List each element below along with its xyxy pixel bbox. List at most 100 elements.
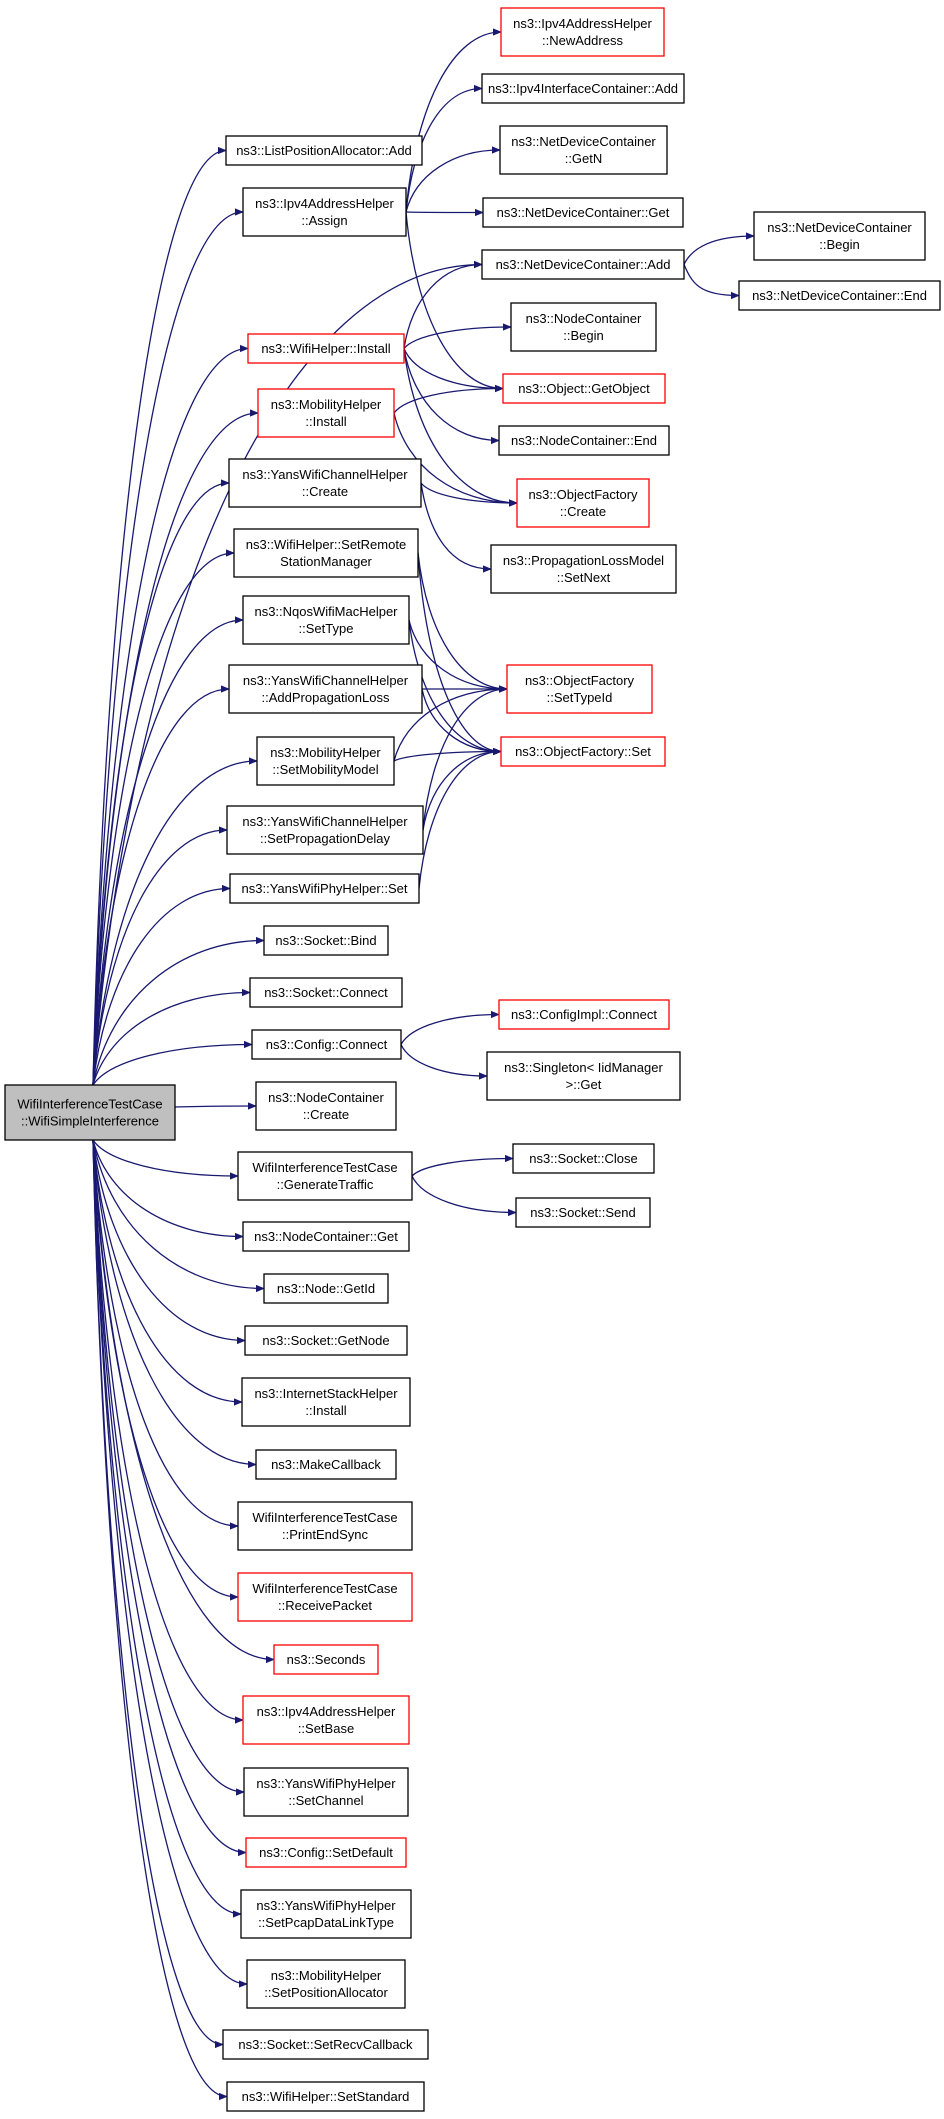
- node-n_cfgconnect[interactable]: ns3::Config::Connect: [251, 1029, 402, 1060]
- node-box: [243, 1767, 409, 1817]
- node-label-line: ::NewAddress: [542, 33, 623, 48]
- edge-root-to-n_setbase: [92, 1139, 244, 1724]
- edge-n_wifiinstall-to-n_ofcreate: [403, 348, 518, 507]
- node-n_ipv4assign[interactable]: ns3::Ipv4AddressHelper::Assign: [242, 187, 407, 237]
- edge-root-to-n_wifisetstd: [92, 1139, 228, 2101]
- node-n_ndcget[interactable]: ns3::NetDeviceContainer::Get: [482, 197, 684, 228]
- edge-root-to-n_cfgsetdefault: [92, 1139, 247, 1857]
- node-n_yphset[interactable]: ns3::YansWifiPhyHelper::Set: [229, 873, 420, 904]
- node-n_ychaddprop[interactable]: ns3::YansWifiChannelHelper::AddPropagati…: [228, 664, 423, 714]
- node-n_ncget[interactable]: ns3::NodeContainer::Get: [242, 1221, 410, 1252]
- node-n_mobsetmodel[interactable]: ns3::MobilityHelper::SetMobilityModel: [256, 736, 395, 786]
- node-n_ifcadd[interactable]: ns3::Ipv4InterfaceContainer::Add: [481, 73, 685, 104]
- node-label-line: ns3::MobilityHelper: [271, 397, 382, 412]
- node-label-line: ns3::NodeContainer::Get: [254, 1229, 398, 1244]
- node-box: [753, 211, 926, 261]
- node-n_socksetrecv[interactable]: ns3::Socket::SetRecvCallback: [222, 2029, 429, 2060]
- node-box: [255, 1081, 397, 1131]
- node-n_ychsetdelay[interactable]: ns3::YansWifiChannelHelper::SetPropagati…: [226, 805, 424, 855]
- node-n_mobsetpos[interactable]: ns3::MobilityHelper::SetPositionAllocato…: [246, 1959, 406, 2009]
- node-n_ndcbegin[interactable]: ns3::NetDeviceContainer::Begin: [753, 211, 926, 261]
- node-label-line: ns3::ObjectFactory: [528, 487, 638, 502]
- edge-root-to-n_yphsetpcap: [92, 1139, 242, 1918]
- node-n_cfgimplconnect[interactable]: ns3::ConfigImpl::Connect: [498, 999, 670, 1030]
- node-n_newaddr[interactable]: ns3::Ipv4AddressHelper::NewAddress: [500, 7, 665, 57]
- node-label-line: ns3::Config::Connect: [266, 1037, 388, 1052]
- node-n_ncbegin[interactable]: ns3::NodeContainer::Begin: [510, 302, 657, 352]
- edge-n_cfgconnect-to-n_cfgimplconnect: [400, 1010, 500, 1045]
- node-n_recvpkt[interactable]: WifiInterferenceTestCase::ReceivePacket: [237, 1572, 413, 1622]
- node-n_sockclose[interactable]: ns3::Socket::Close: [512, 1143, 655, 1174]
- node-label-line: ::Create: [560, 504, 606, 519]
- edge-n_mobsetmodel-to-n_ofsettypeid: [393, 685, 508, 762]
- node-n_cfgsetdefault[interactable]: ns3::Config::SetDefault: [245, 1837, 407, 1868]
- node-n_nodegetid[interactable]: ns3::Node::GetId: [263, 1273, 389, 1304]
- node-box: [228, 458, 422, 508]
- node-n_nccreate[interactable]: ns3::NodeContainer::Create: [255, 1081, 397, 1131]
- node-label-line: ::Assign: [301, 213, 347, 228]
- node-label-line: ::GetN: [565, 151, 603, 166]
- node-n_yphsetchannel[interactable]: ns3::YansWifiPhyHelper::SetChannel: [243, 1767, 409, 1817]
- node-n_ndcadd[interactable]: ns3::NetDeviceContainer::Add: [481, 249, 685, 280]
- node-label-line: >::Get: [566, 1077, 602, 1092]
- node-n_ndcgetn[interactable]: ns3::NetDeviceContainer::GetN: [499, 125, 668, 175]
- node-n_ndcend[interactable]: ns3::NetDeviceContainer::End: [738, 280, 941, 311]
- node-box: [233, 528, 419, 578]
- node-label-line: ns3::WifiHelper::SetRemote: [246, 537, 406, 552]
- node-n_yphsetpcap[interactable]: ns3::YansWifiPhyHelper::SetPcapDataLinkT…: [240, 1889, 412, 1939]
- node-n_printend[interactable]: WifiInterferenceTestCase::PrintEndSync: [237, 1501, 413, 1551]
- node-n_singleton[interactable]: ns3::Singleton< IidManager>::Get: [486, 1051, 681, 1101]
- node-n_ofset[interactable]: ns3::ObjectFactory::Set: [500, 736, 666, 767]
- node-n_getobject[interactable]: ns3::Object::GetObject: [502, 373, 666, 404]
- node-label-line: ns3::Singleton< IidManager: [504, 1060, 663, 1075]
- node-label-line: ::Install: [305, 1403, 346, 1418]
- node-n_ofsettypeid[interactable]: ns3::ObjectFactory::SetTypeId: [506, 664, 653, 714]
- node-n_sockbind[interactable]: ns3::Socket::Bind: [263, 925, 389, 956]
- node-n_seconds[interactable]: ns3::Seconds: [273, 1644, 379, 1675]
- edge-n_ychaddprop-to-n_ofset: [421, 688, 502, 756]
- edge-root-to-n_ychaddprop: [92, 685, 230, 1086]
- node-n_listpos[interactable]: ns3::ListPositionAllocator::Add: [225, 135, 423, 166]
- node-n_ncend[interactable]: ns3::NodeContainer::End: [498, 425, 670, 456]
- node-n_mobinstall[interactable]: ns3::MobilityHelper::Install: [257, 388, 395, 438]
- node-n_sockgetnode[interactable]: ns3::Socket::GetNode: [244, 1325, 408, 1356]
- node-n_ychcreate[interactable]: ns3::YansWifiChannelHelper::Create: [228, 458, 422, 508]
- node-box: [510, 302, 657, 352]
- node-label-line: ::Create: [302, 484, 348, 499]
- node-root[interactable]: WifiInterferenceTestCase::WifiSimpleInte…: [4, 1084, 176, 1141]
- node-box: [251, 1029, 402, 1060]
- node-n_nqossettype[interactable]: ns3::NqosWifiMacHelper::SetType: [242, 595, 410, 645]
- node-box: [246, 1959, 406, 2009]
- node-box: [242, 1695, 410, 1745]
- node-n_ishinstall[interactable]: ns3::InternetStackHelper::Install: [241, 1377, 411, 1427]
- node-box: [257, 388, 395, 438]
- node-label-line: ns3::InternetStackHelper: [254, 1386, 398, 1401]
- node-n_ofcreate[interactable]: ns3::ObjectFactory::Create: [516, 478, 650, 528]
- node-n_setbase[interactable]: ns3::Ipv4AddressHelper::SetBase: [242, 1695, 410, 1745]
- node-box: [249, 977, 403, 1008]
- node-box: [4, 1084, 176, 1141]
- edge-n_wifiinstall-to-n_ndcadd: [403, 260, 483, 349]
- node-n_wifiinstall[interactable]: ns3::WifiHelper::Install: [247, 333, 405, 364]
- node-n_gentraffic[interactable]: WifiInterferenceTestCase::GenerateTraffi…: [237, 1151, 413, 1201]
- node-label-line: ::SetPcapDataLinkType: [258, 1915, 394, 1930]
- edge-root-to-n_ishinstall: [92, 1139, 243, 1406]
- node-n_sockconnect[interactable]: ns3::Socket::Connect: [249, 977, 403, 1008]
- node-label-line: ns3::NetDeviceContainer::Add: [496, 257, 671, 272]
- node-label-line: ns3::YansWifiPhyHelper: [256, 1776, 396, 1791]
- node-n_socksend[interactable]: ns3::Socket::Send: [515, 1197, 651, 1228]
- node-label-line: ::Begin: [563, 328, 603, 343]
- node-n_plmsetnext[interactable]: ns3::PropagationLossModel::SetNext: [490, 544, 677, 594]
- node-box: [226, 805, 424, 855]
- node-n_makecb[interactable]: ns3::MakeCallback: [255, 1449, 397, 1480]
- edge-n_mobinstall-to-n_ofcreate: [393, 412, 518, 507]
- node-label-line: ns3::NetDeviceContainer::Get: [497, 205, 670, 220]
- edge-n_cfgconnect-to-n_singleton: [400, 1044, 488, 1080]
- node-label-line: ns3::Socket::Connect: [264, 985, 388, 1000]
- node-n_wifisetstd[interactable]: ns3::WifiHelper::SetStandard: [226, 2081, 425, 2112]
- node-label-line: ns3::WifiHelper::Install: [261, 341, 390, 356]
- edge-root-to-n_ncget: [92, 1139, 244, 1241]
- edge-root-to-n_yphset: [92, 884, 231, 1086]
- edge-root-to-n_socksetrecv: [92, 1139, 224, 2049]
